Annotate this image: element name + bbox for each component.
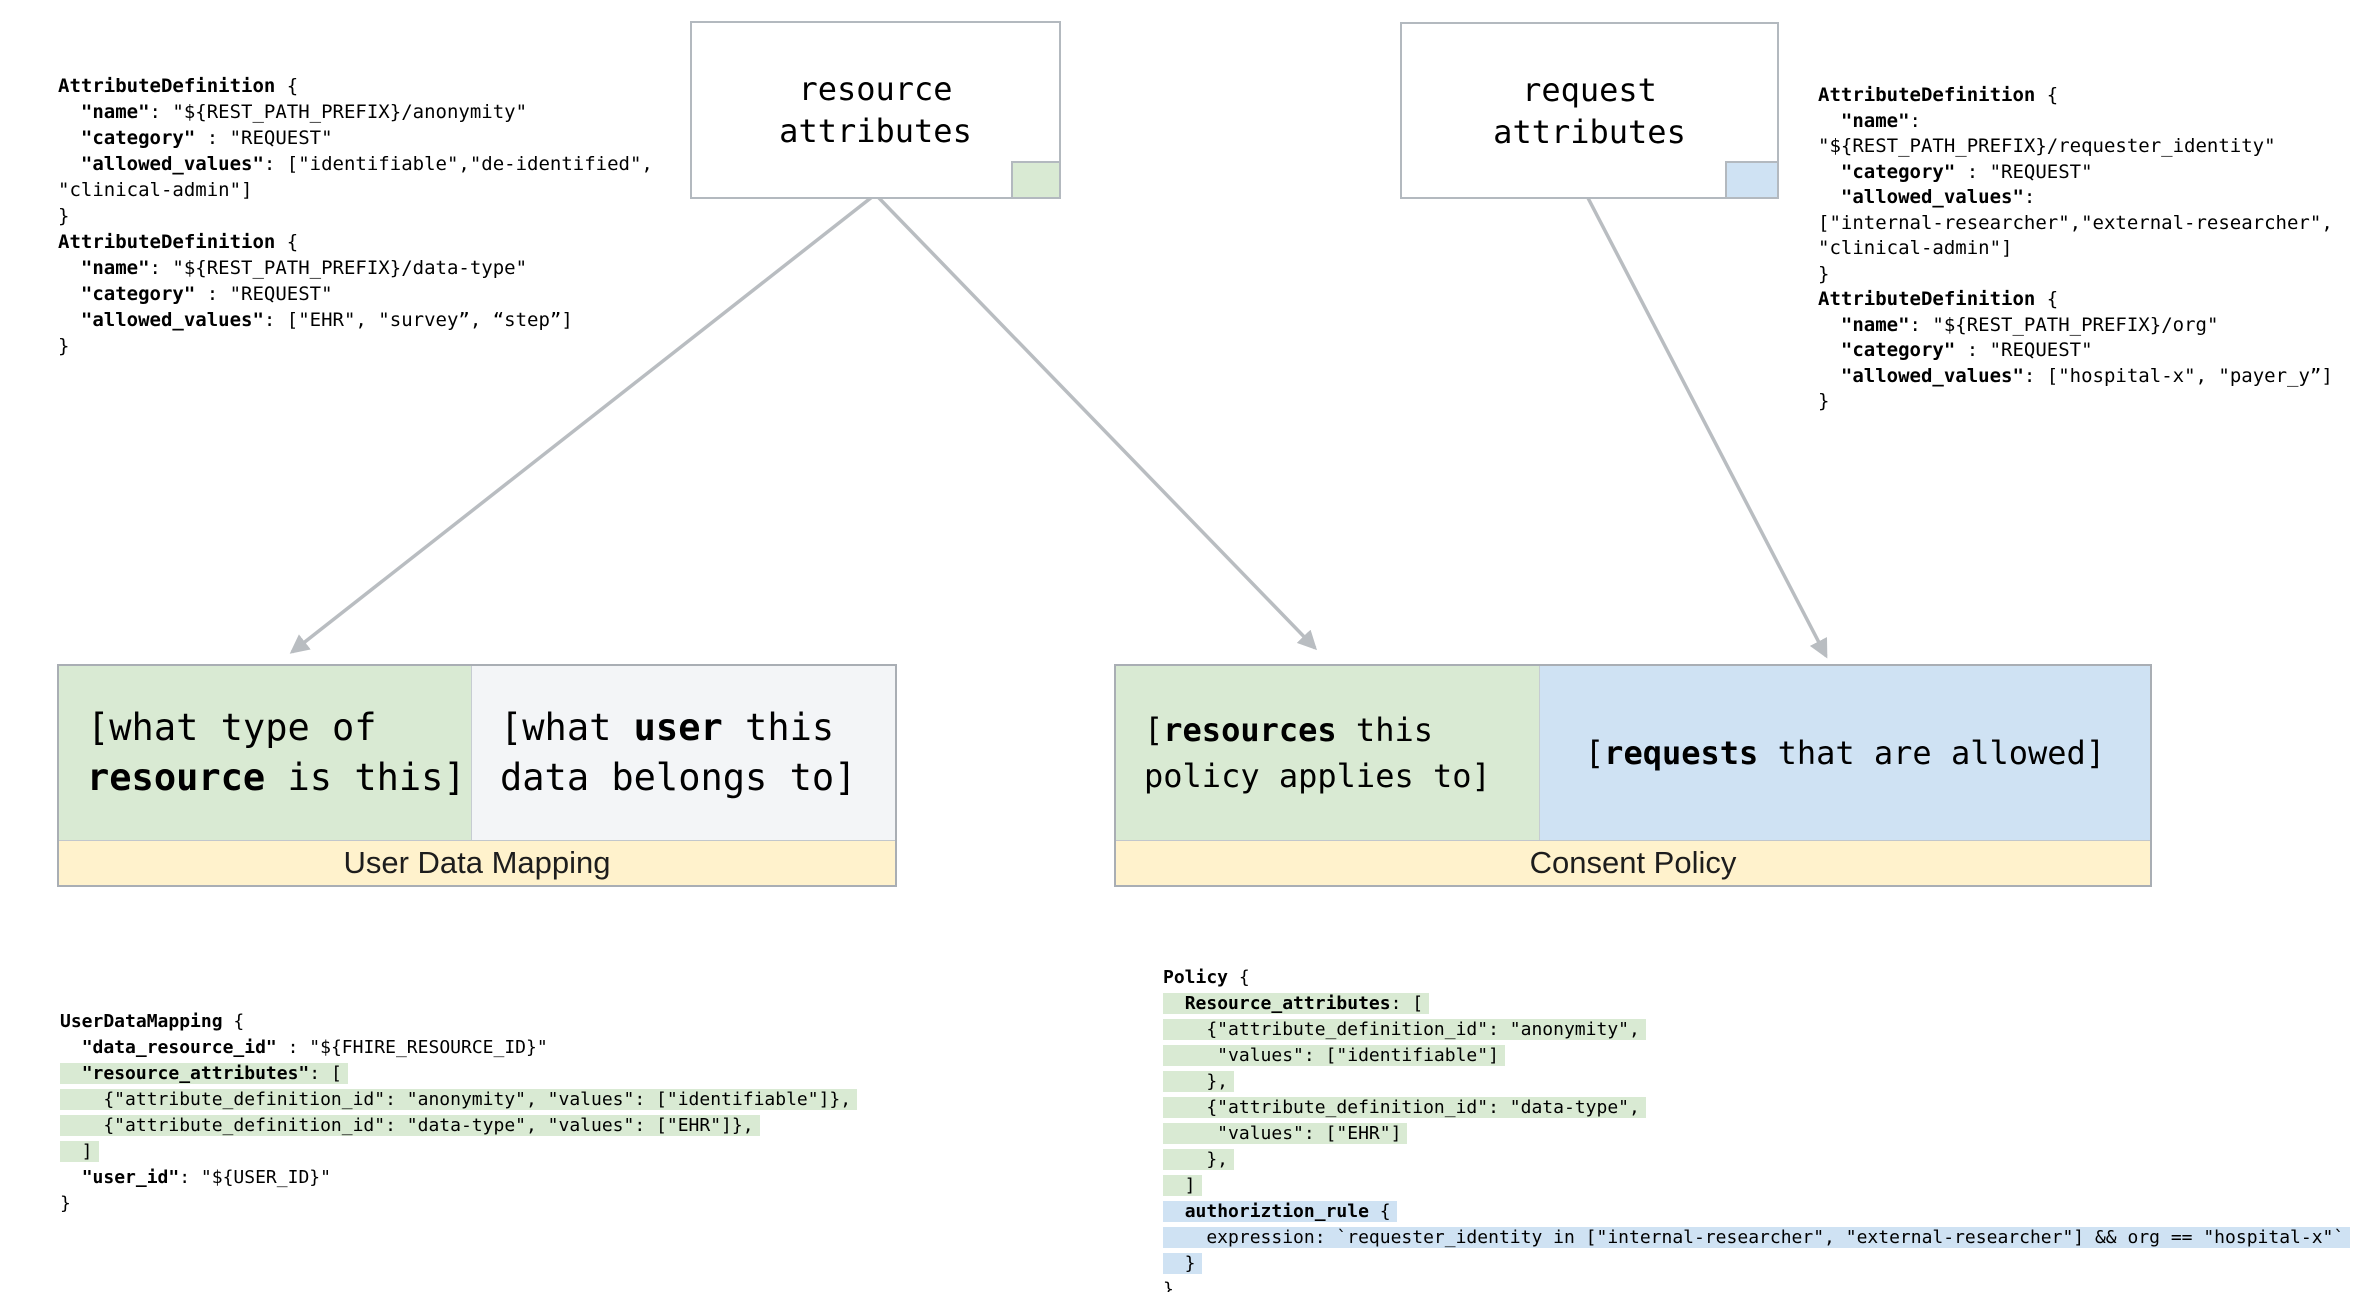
code-line: AttributeDefinition { [1818, 288, 2059, 310]
resource-attributes-box: resource attributes [690, 21, 1061, 199]
mapping-user-text-line1: [what user this [500, 706, 835, 749]
request-attributes-label-line2: attributes [1493, 112, 1686, 151]
code-line: "user_id": "${USER_ID}" [81, 1167, 331, 1188]
code-line: {"attribute_definition_id": "data-type",… [60, 1113, 857, 1139]
code-line: "clinical-admin"] [58, 179, 253, 201]
code-line: UserDataMapping { [60, 1011, 245, 1032]
code-line: ["internal-researcher","external-researc… [1818, 211, 2333, 234]
resource-attributes-label-line1: resource [798, 70, 953, 108]
code-line: } [58, 335, 70, 357]
resource-attributes-label-line2: attributes [779, 112, 972, 150]
code-line: ] [60, 1139, 857, 1165]
code-line: "category" : "REQUEST" [1840, 160, 2093, 183]
code-line: } [1818, 262, 1830, 285]
code-line: AttributeDefinition { [58, 75, 299, 97]
mapping-user-text-line2: data belongs to] [500, 756, 857, 799]
code-line: "resource_attributes": [ [60, 1061, 857, 1087]
code-line: "values": ["EHR"] [1163, 1121, 2350, 1147]
code-line: "values": ["identifiable"] [1163, 1043, 2350, 1069]
code-line: "category" : "REQUEST" [80, 127, 333, 149]
policy-resources-text-line2: policy applies to] [1144, 757, 1491, 795]
request-attributes-label-line1: request [1522, 70, 1657, 109]
code-line: "category" : "REQUEST" [80, 283, 333, 305]
code-line: "allowed_values": ["identifiable","de-id… [80, 153, 653, 175]
code-line: Policy { [1163, 967, 1250, 988]
arrow-request-to-policy [1586, 197, 1828, 659]
arrow-resource-to-policy [876, 195, 1318, 651]
code-line: "allowed_values": ["hospital-x", "payer_… [1840, 364, 2333, 387]
code-line: "allowed_values": [1840, 186, 2036, 208]
code-line: {"attribute_definition_id": "anonymity",… [60, 1087, 858, 1113]
resource-attributes-label: resource attributes [779, 68, 972, 152]
code-line: "name": "${REST_PATH_PREFIX}/org" [1840, 313, 2219, 336]
consent-policy-banner: Consent Policy [1116, 840, 2150, 885]
code-line: } [58, 205, 70, 227]
consent-policy-cells: [resources this policy applies to] [requ… [1116, 666, 2150, 840]
code-line: "category" : "REQUEST" [1840, 339, 2093, 361]
code-line: Resource_attributes: [ [1163, 991, 2350, 1017]
code-line: }, [1163, 1147, 2350, 1173]
policy-code: Policy { Resource_attributes: [ {"attrib… [1163, 965, 2351, 1292]
code-line: "name": "${REST_PATH_PREFIX}/data-type" [80, 257, 528, 279]
code-line: {"attribute_definition_id": "anonymity", [1163, 1017, 2350, 1043]
mapping-user-cell: [what user this data belongs to] [471, 666, 895, 840]
code-line: AttributeDefinition { [58, 231, 299, 253]
code-line: "allowed_values": ["EHR", "survey”, “ste… [80, 309, 573, 331]
policy-requests-cell: [requests that are allowed] [1539, 666, 2150, 840]
request-attributes-box: request attributes [1400, 22, 1779, 199]
mapping-green-text-line1: [what type of [87, 706, 377, 749]
user-data-mapping-banner: User Data Mapping [59, 840, 895, 885]
policy-resources-cell: [resources this policy applies to] [1116, 666, 1539, 840]
code-line: }, [1163, 1069, 2350, 1095]
policy-requests-text: [requests that are allowed] [1584, 734, 2106, 772]
code-line: AttributeDefinition { [1818, 84, 2059, 106]
user-data-mapping-box: [what type of resource is this] [what us… [57, 664, 897, 887]
consent-policy-box: [resources this policy applies to] [requ… [1114, 664, 2152, 887]
resource-green-corner-swatch [1011, 161, 1061, 199]
attribute-definition-code-left: AttributeDefinition { "name": "${REST_PA… [58, 73, 653, 359]
code-line: "name": "${REST_PATH_PREFIX}/anonymity" [80, 101, 528, 123]
code-line: expression: `requester_identity in ["int… [1163, 1225, 2351, 1251]
code-line: "clinical-admin"] [1818, 237, 2013, 259]
user-data-mapping-cells: [what type of resource is this] [what us… [59, 666, 895, 840]
policy-resources-text-line1: [resources this [1144, 711, 1433, 749]
code-line: "data_resource_id" : "${FHIRE_RESOURCE_I… [81, 1037, 548, 1058]
code-line: {"attribute_definition_id": "data-type", [1163, 1095, 2350, 1121]
code-line: } [1818, 390, 1830, 412]
code-line: } [60, 1193, 71, 1214]
code-line: } [1163, 1251, 2350, 1277]
request-attributes-label: request attributes [1493, 69, 1686, 153]
code-line: "name": [1840, 109, 1921, 132]
user-data-mapping-code: UserDataMapping { "data_resource_id" : "… [60, 1009, 858, 1217]
code-line: ] [1163, 1173, 2350, 1199]
attribute-definition-code-right: AttributeDefinition { "name": "${REST_PAT… [1818, 83, 2333, 415]
request-blue-corner-swatch [1725, 161, 1779, 199]
code-line: authoriztion_rule { [1163, 1199, 2350, 1225]
code-line: } [1163, 1279, 1174, 1292]
mapping-resource-type-cell: [what type of resource is this] [59, 666, 471, 840]
code-line: "${REST_PATH_PREFIX}/requester_identity" [1818, 135, 2276, 157]
mapping-green-text-line2: resource is this] [87, 756, 466, 799]
